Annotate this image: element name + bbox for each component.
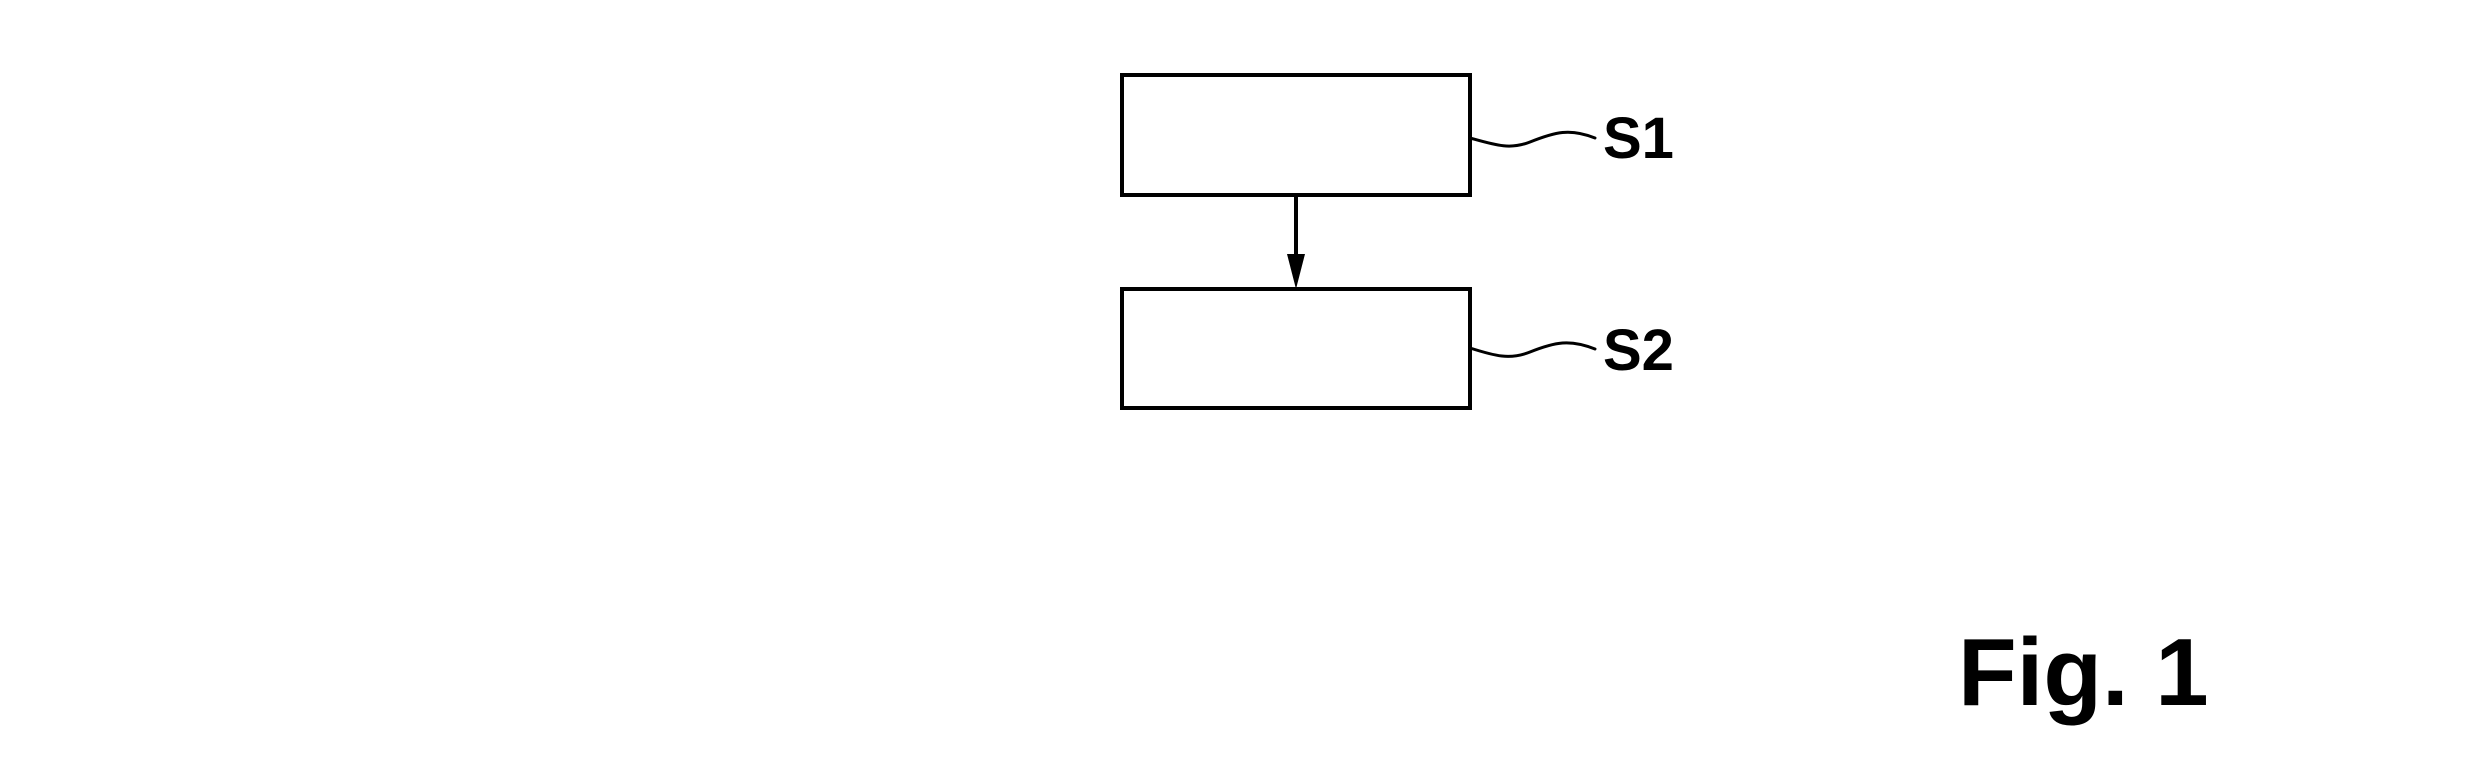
arrow-head-icon <box>1287 254 1305 289</box>
step-s1-leader-line <box>1468 130 1597 148</box>
flow-arrow-s1-to-s2 <box>1287 195 1305 289</box>
step-s2-box <box>1120 287 1472 410</box>
step-s2: S2 <box>1120 287 1674 410</box>
step-s2-leader-line <box>1468 341 1597 358</box>
step-s1-box <box>1120 73 1472 197</box>
step-s1: S1 <box>1120 73 1674 197</box>
step-s1-label: S1 <box>1603 106 1674 171</box>
figure-caption: Fig. 1 <box>1958 619 2209 726</box>
step-s2-label: S2 <box>1603 318 1674 383</box>
